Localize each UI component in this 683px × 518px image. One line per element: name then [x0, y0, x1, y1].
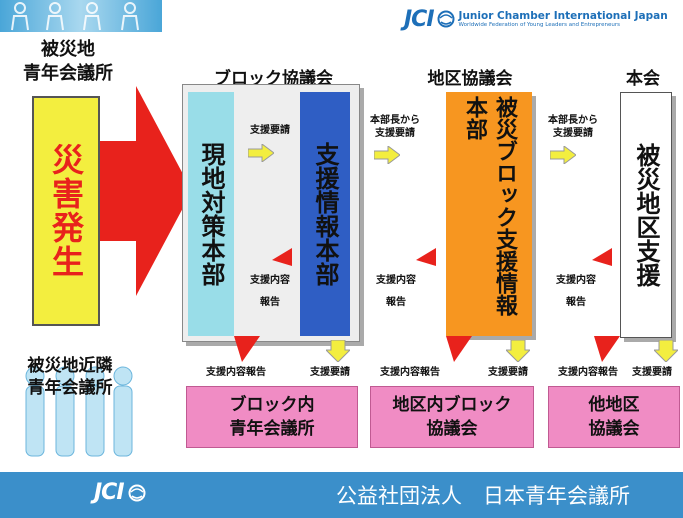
affected-jc-label: 被災地 青年会議所: [23, 39, 113, 84]
red-left-triangle-icon: [592, 248, 612, 266]
jci-header-logo: JCI Junior Chamber International Japan W…: [404, 6, 668, 32]
bottom-request-label-1: 支援要請: [310, 367, 350, 378]
district-request-label: 本部長から 支援要請: [370, 115, 420, 139]
yellow-down-arrow-icon: [506, 340, 530, 362]
yellow-down-arrow-icon: [654, 340, 678, 362]
header-figures-image: [0, 0, 162, 32]
jci-logo-text: JCI: [404, 6, 435, 32]
support-info-hq-box: 支援情報本部: [300, 92, 350, 336]
other-district-council-label: 他地区 協議会: [588, 395, 640, 439]
district-hq-box: 被災ブロック支援情報本部: [446, 92, 532, 336]
block-jc-box: ブロック内 青年会議所: [186, 386, 358, 448]
bottom-request-label-3: 支援要請: [632, 367, 672, 378]
bottom-report-label-3: 支援内容報告: [558, 367, 618, 378]
district-report-label: 支援内容 報告: [376, 275, 416, 308]
red-down-triangle-icon: [594, 336, 620, 362]
block-jc-label: ブロック内 青年会議所: [229, 395, 315, 439]
head-request-label: 本部長から 支援要請: [548, 115, 598, 139]
disaster-box: 災害発生: [32, 96, 100, 326]
district-hq-label: 被災ブロック支援情報本部: [462, 96, 517, 316]
district-block-council-box: 地区内ブロック 協議会: [370, 386, 534, 448]
bottom-report-label-1: 支援内容報告: [206, 367, 266, 378]
footer-logo: JCI: [94, 480, 146, 505]
jci-globe-icon: [128, 484, 146, 501]
footer-banner: [0, 472, 683, 518]
support-info-hq-label: 支援情報本部: [311, 142, 339, 286]
district-council-header: 地区協議会: [427, 69, 513, 89]
neighbor-jc-figure: [10, 336, 140, 471]
people-silhouettes-icon: [11, 2, 139, 31]
jci-tagline: Worldwide Federation of Young Leaders an…: [458, 22, 620, 28]
bottom-report-label-2: 支援内容報告: [380, 367, 440, 378]
jci-globe-icon: [437, 10, 455, 28]
yellow-down-arrow-icon: [326, 340, 350, 362]
footer-org-name: 公益社団法人 日本青年会議所: [336, 484, 630, 508]
people-figures-icon: [25, 366, 133, 457]
district-block-council-label: 地区内ブロック 協議会: [392, 395, 512, 439]
red-left-triangle-icon: [272, 248, 292, 266]
head-hq-label: 被災地区支援: [632, 143, 660, 287]
bottom-request-label-2: 支援要請: [488, 367, 528, 378]
red-down-triangle-icon: [446, 336, 472, 362]
other-district-council-box: 他地区 協議会: [548, 386, 680, 448]
block-report-label: 支援内容 報告: [250, 275, 290, 308]
jci-name-en: Junior Chamber International Japan: [458, 10, 668, 22]
disaster-label: 災害発生: [47, 143, 85, 279]
yellow-right-arrow-icon: [374, 146, 400, 164]
head-office-header: 本会: [626, 69, 660, 89]
red-down-triangle-icon: [234, 336, 260, 362]
yellow-right-arrow-icon: [248, 144, 274, 162]
block-request-label: 支援要請: [250, 125, 290, 136]
yellow-right-arrow-icon: [550, 146, 576, 164]
local-hq-label: 現地対策本部: [197, 142, 225, 286]
footer-jci-text: JCI: [94, 480, 125, 505]
big-red-arrow: [96, 86, 192, 296]
head-report-label: 支援内容 報告: [556, 275, 596, 308]
red-left-triangle-icon: [416, 248, 436, 266]
head-hq-box: 被災地区支援: [620, 92, 672, 338]
neighbor-jc-label: 被災地近隣 青年会議所: [27, 356, 113, 398]
local-hq-box: 現地対策本部: [188, 92, 234, 336]
